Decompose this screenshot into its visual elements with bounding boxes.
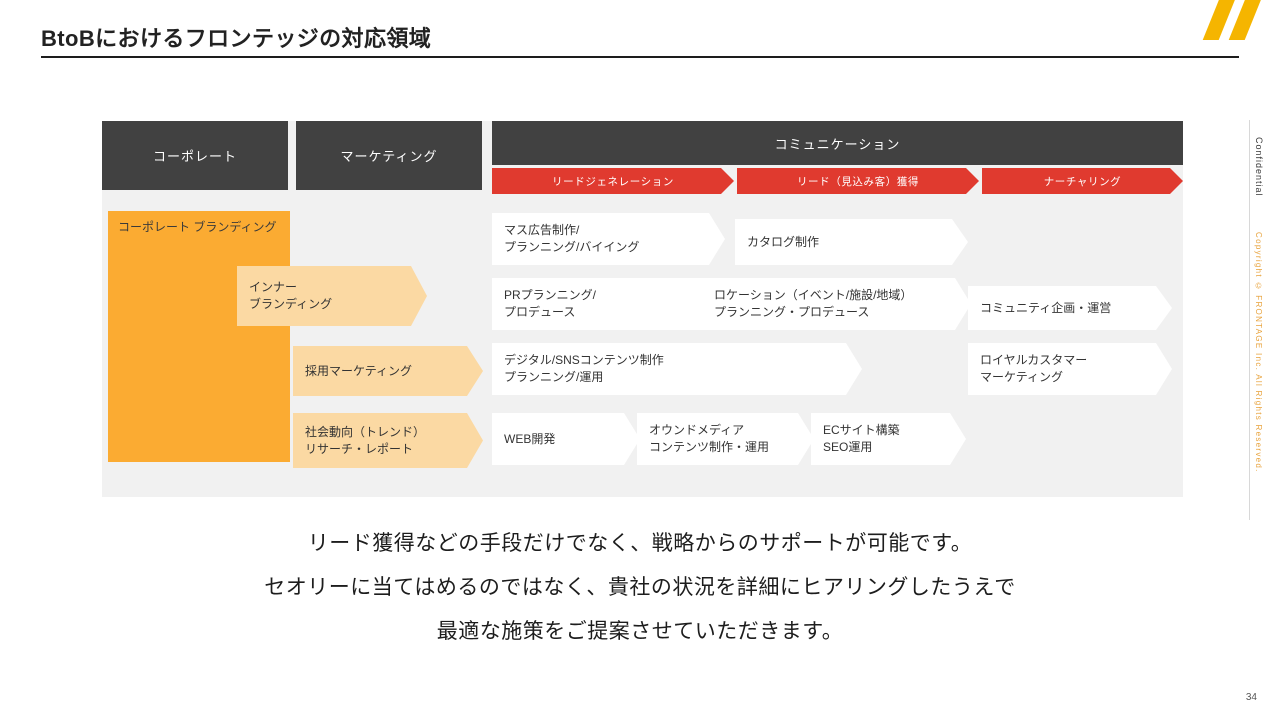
footer-line-3: 最適な施策をご提案させていただきます。 (436, 620, 844, 643)
comm-item-ec-site: ECサイト構築 SEO運用 (811, 413, 966, 465)
comm-item-pr-planning-label: PRプランニング/ プロデュース (504, 288, 597, 319)
stage-chevron-lead-acquisition-label: リード（見込み客）獲得 (796, 175, 920, 188)
page-number: 34 (1245, 692, 1257, 703)
comm-item-web-development-label: WEB開発 (504, 431, 556, 446)
comm-item-ec-site-label: ECサイト構築 SEO運用 (823, 423, 900, 454)
comm-item-digital-sns: デジタル/SNSコンテンツ制作 プランニング/運用 (492, 343, 862, 395)
marketing-item-recruit-marketing-label: 採用マーケティング (305, 363, 413, 378)
marketing-item-trend-research: 社会動向（トレンド） リサーチ・レポート (293, 413, 483, 468)
comm-item-loyal-customer: ロイヤルカスタマー マーケティング (968, 343, 1172, 395)
column-header-marketing: マーケティング (296, 121, 482, 190)
comm-item-owned-media: オウンドメディア コンテンツ制作・運用 (637, 413, 814, 465)
column-header-corporate: コーポレート (102, 121, 288, 190)
comm-item-web-development: WEB開発 (492, 413, 640, 465)
stage-chevron-lead-generation: リードジェネレーション (492, 168, 734, 194)
column-header-communication-label: コミュニケーション (774, 136, 901, 152)
footer-message: リード獲得などの手段だけでなく、戦略からのサポートが可能です。 セオリーに当ては… (0, 522, 1280, 654)
stage-chevron-lead-generation-label: リードジェネレーション (552, 175, 674, 188)
marketing-item-trend-research-label: 社会動向（トレンド） リサーチ・レポート (305, 424, 426, 456)
marketing-item-inner-branding: インナー ブランディング (237, 266, 427, 326)
footer-line-1: リード獲得などの手段だけでなく、戦略からのサポートが可能です。 (307, 532, 973, 555)
brand-corner-mark-icon (1182, 0, 1262, 40)
comm-item-loyal-customer-label: ロイヤルカスタマー マーケティング (980, 353, 1088, 384)
stage-chevron-row: リードジェネレーション リード（見込み客）獲得 ナーチャリング (492, 168, 1183, 194)
comm-item-mass-advertising-label: マス広告制作/ プランニング/バイイング (504, 223, 640, 254)
stage-chevron-nurturing-label: ナーチャリング (1043, 175, 1122, 188)
comm-item-community-label: コミュニティ企画・運営 (980, 300, 1112, 315)
marketing-item-inner-branding-label: インナー ブランディング (249, 280, 333, 311)
stage-chevron-lead-acquisition: リード（見込み客）獲得 (737, 168, 979, 194)
comm-item-owned-media-label: オウンドメディア コンテンツ制作・運用 (649, 423, 770, 454)
title-divider (41, 56, 1239, 58)
comm-item-digital-sns-label: デジタル/SNSコンテンツ制作 プランニング/運用 (504, 353, 664, 384)
column-header-communication: コミュニケーション (492, 121, 1183, 165)
comm-item-catalog-label: カタログ制作 (747, 234, 820, 249)
comm-item-location-planning: ロケーション（イベント/施設/地域） プランニング・プロデュース (702, 278, 971, 330)
diagram-panel: コーポレート マーケティング コミュニケーション リードジェネレーション リード… (102, 121, 1183, 497)
comm-item-community: コミュニティ企画・運営 (968, 286, 1172, 330)
marketing-item-recruit-marketing: 採用マーケティング (293, 346, 483, 396)
column-header-corporate-label: コーポレート (152, 149, 237, 164)
column-header-marketing-label: マーケティング (340, 149, 438, 164)
stage-chevron-nurturing: ナーチャリング (982, 168, 1183, 194)
corporate-branding-label: コーポレート ブランディング (118, 220, 277, 234)
comm-item-mass-advertising: マス広告制作/ プランニング/バイイング (492, 213, 725, 265)
comm-item-location-planning-label: ロケーション（イベント/施設/地域） プランニング・プロデュース (714, 288, 913, 319)
confidential-label: Confidential (1254, 137, 1264, 197)
footer-line-2: セオリーに当てはめるのではなく、貴社の状況を詳細にヒアリングしたうえで (264, 576, 1016, 599)
comm-item-pr-planning: PRプランニング/ プロデュース (492, 278, 725, 330)
corporate-branding-block: コーポレート ブランディング (108, 211, 290, 462)
copyright-label: Copyright © FRONTAGE Inc. All Rights Res… (1254, 232, 1263, 473)
comm-item-catalog: カタログ制作 (735, 219, 968, 265)
right-rail-divider (1249, 120, 1250, 520)
page-title: BtoBにおけるフロンテッジの対応領域 (41, 26, 432, 51)
corner-bar-2-icon (1228, 0, 1262, 40)
